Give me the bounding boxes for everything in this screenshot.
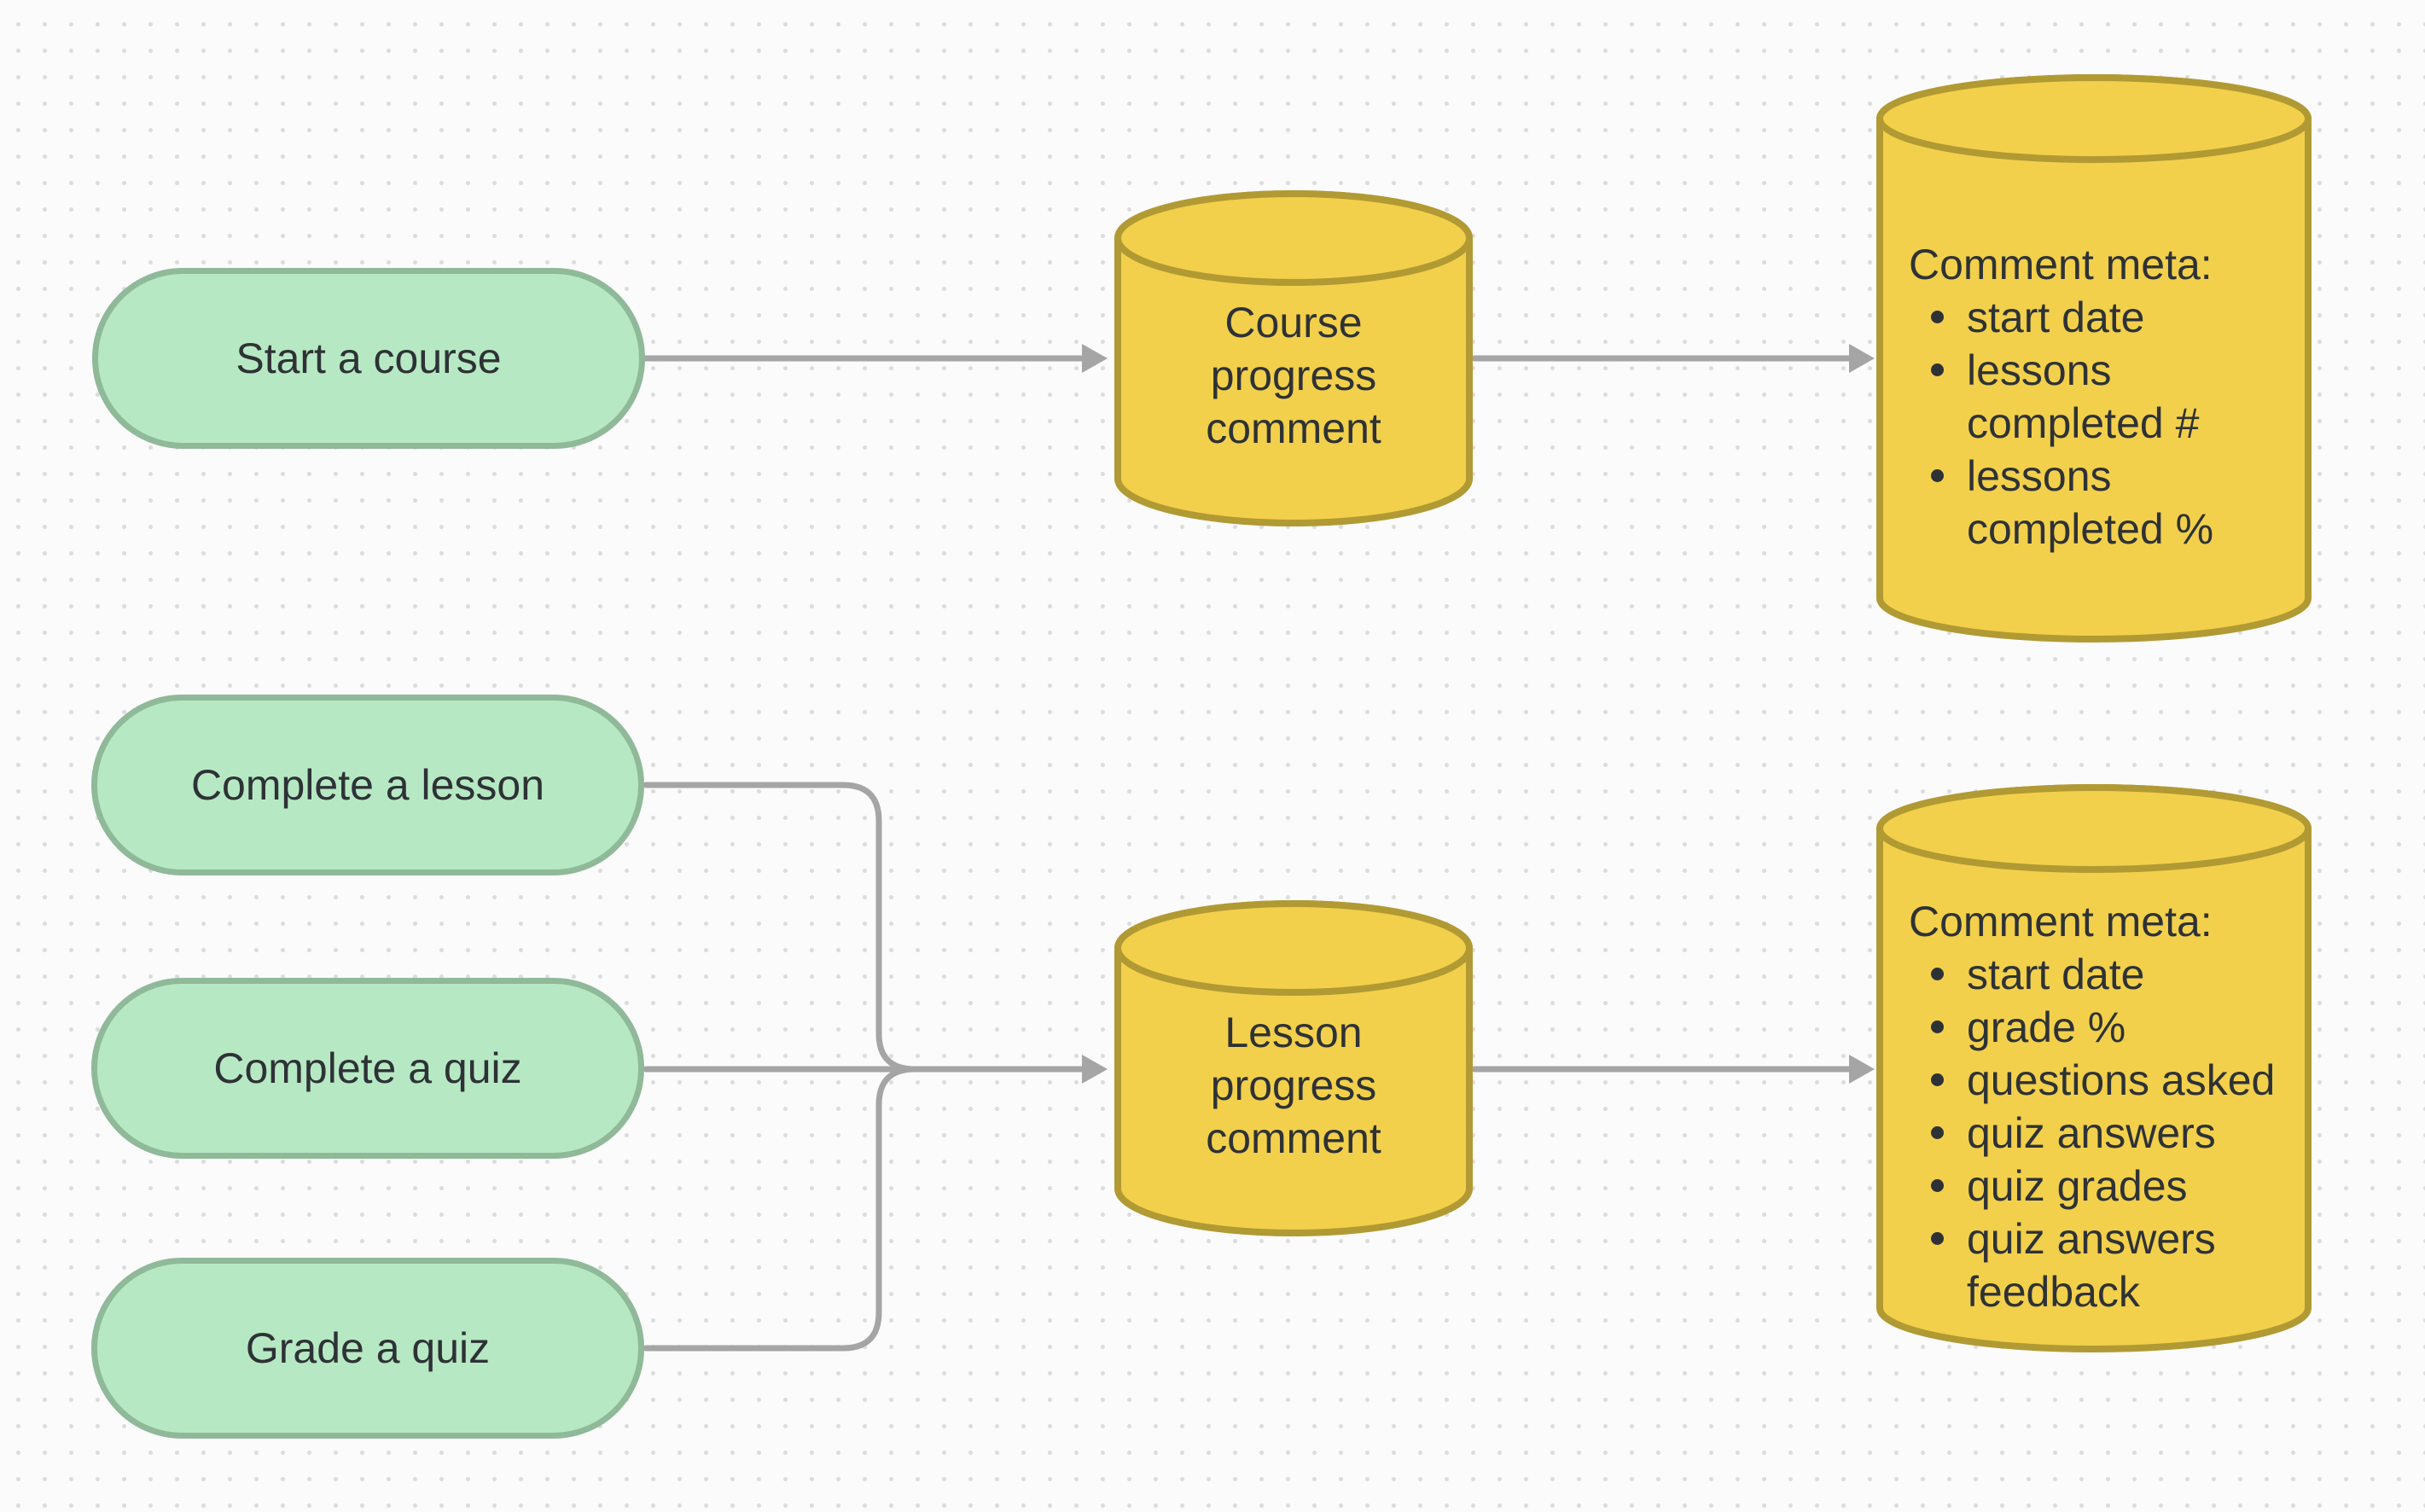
meta-item: lessons completed % <box>1909 450 2291 555</box>
node-label: Start a course <box>236 334 502 382</box>
meta-item: lessons completed # <box>1909 344 2291 450</box>
meta-item: grade % <box>1909 1001 2291 1054</box>
node-course-progress-comment[interactable]: Course progress comment <box>1114 190 1473 526</box>
arrow-merge-to-lesson-progress[interactable] <box>643 1055 1108 1084</box>
node-complete-a-lesson[interactable]: Complete a lesson <box>91 695 644 875</box>
database-cylinder-icon <box>1114 190 1473 526</box>
arrow-lesson-progress-to-lesson-meta[interactable] <box>1471 1055 1875 1084</box>
meta-header: Comment meta: <box>1909 898 2213 945</box>
node-complete-a-quiz[interactable]: Complete a quiz <box>91 978 644 1159</box>
arrow-course-progress-to-course-meta[interactable] <box>1471 344 1875 373</box>
meta-header: Comment meta: <box>1909 241 2213 288</box>
meta-item: questions asked <box>1909 1054 2291 1107</box>
node-lesson-progress-comment[interactable]: Lesson progress comment <box>1114 900 1473 1236</box>
arrowhead-icon <box>1849 344 1875 373</box>
meta-item: quiz grades <box>1909 1160 2291 1213</box>
arrow-line[interactable] <box>643 782 918 1073</box>
node-label: Course progress comment <box>1206 299 1381 452</box>
edge-complete-lesson-to-merge[interactable] <box>643 782 918 1073</box>
node-grade-a-quiz[interactable]: Grade a quiz <box>91 1258 644 1439</box>
node-start-a-course[interactable]: Start a course <box>92 268 645 449</box>
arrowhead-icon <box>1082 1055 1108 1084</box>
meta-item: quiz answers feedback <box>1909 1213 2291 1318</box>
meta-item: start date <box>1909 948 2291 1001</box>
edge-grade-quiz-to-merge[interactable] <box>643 1066 918 1352</box>
database-cylinder-icon <box>1876 74 2312 643</box>
node-label: Complete a lesson <box>190 761 545 809</box>
arrow-start-course-to-course-progress[interactable] <box>643 344 1108 373</box>
arrow-line[interactable] <box>643 1066 918 1352</box>
node-label: Complete a quiz <box>213 1044 522 1092</box>
database-cylinder-icon <box>1876 784 2312 1352</box>
arrowhead-icon <box>1849 1055 1875 1084</box>
meta-item: quiz answers <box>1909 1107 2291 1160</box>
meta-item: start date <box>1909 291 2291 344</box>
arrowhead-icon <box>1082 344 1108 373</box>
node-label: Lesson progress comment <box>1206 1009 1381 1162</box>
node-label: Grade a quiz <box>245 1324 491 1372</box>
database-cylinder-icon <box>1114 900 1473 1236</box>
